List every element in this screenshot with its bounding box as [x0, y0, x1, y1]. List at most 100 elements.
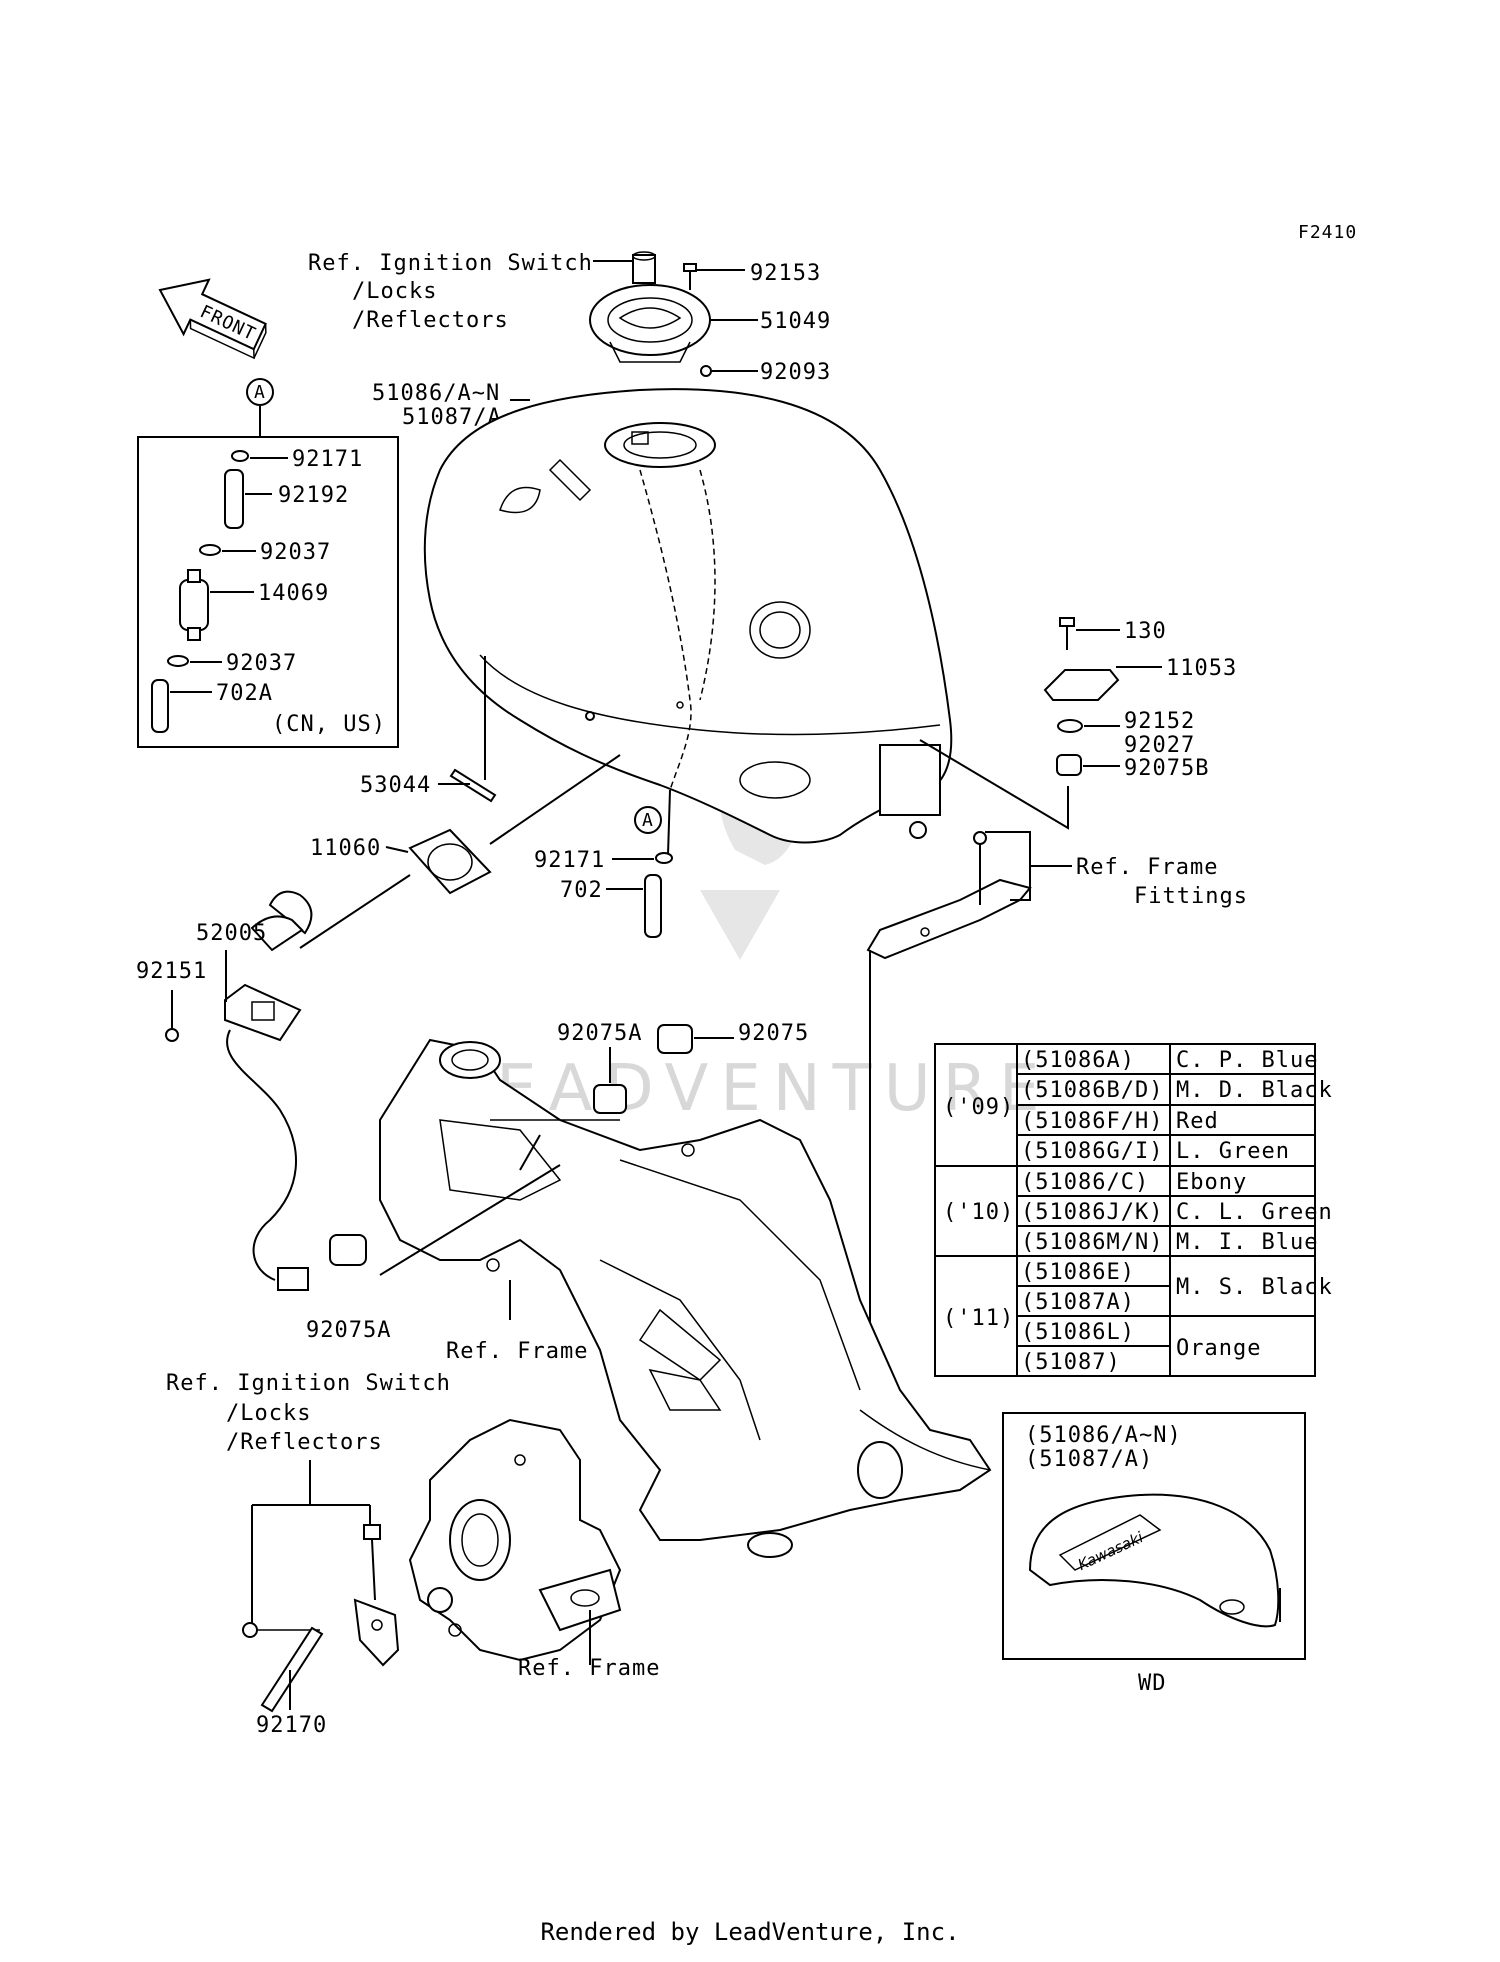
- screw-bottom: [242, 1622, 258, 1638]
- label-92151: 92151: [136, 959, 207, 984]
- label-702: 702: [560, 878, 603, 903]
- motorcycle-frame: [379, 1038, 992, 1558]
- bracket-11053: [1043, 669, 1120, 701]
- wd-box-line1: (51086/A~N): [1025, 1423, 1182, 1448]
- top-callout-lines: [510, 260, 758, 401]
- clip-92171-b: [655, 852, 673, 864]
- label-ref-frame-mid: Ref. Frame: [446, 1339, 588, 1364]
- table-year-10: ('10): [943, 1200, 1014, 1225]
- table-color: C. L. Green: [1176, 1200, 1333, 1225]
- sidestand-switch-area: 92170 Ref. Frame: [242, 1418, 660, 1738]
- table-part: (51086G/I): [1021, 1139, 1163, 1164]
- label-52005: 52005: [196, 921, 267, 946]
- label-702a: 702A: [216, 681, 273, 706]
- gasket-11060: 11060: [310, 754, 621, 895]
- hose-702: [644, 874, 662, 938]
- hose-92192: [224, 469, 244, 529]
- label-92153: 92153: [750, 261, 821, 286]
- table-part: (51086A): [1021, 1048, 1135, 1073]
- table-color: L. Green: [1176, 1139, 1290, 1164]
- table-year-11: ('11): [943, 1306, 1014, 1331]
- clamp-92037-b: [167, 655, 189, 667]
- bolt-130: [1059, 617, 1075, 627]
- table-color: M. S. Black: [1176, 1275, 1333, 1300]
- rear-mount-parts: 130 11053 92152 92027 92075B: [919, 617, 1237, 830]
- rod-92170: [260, 1626, 324, 1713]
- color-table: ('09) (51086A) C. P. Blue (51086B/D) M. …: [934, 1043, 1333, 1377]
- table-part: (51086M/N): [1021, 1230, 1163, 1255]
- fuel-tank: [423, 388, 953, 844]
- damper-92075a-top: [593, 1084, 627, 1114]
- table-part: (51086E): [1021, 1260, 1135, 1285]
- table-color: M. D. Black: [1176, 1078, 1333, 1103]
- damper-92075a-bottom: [329, 1234, 367, 1266]
- label-cn-us: (CN, US): [272, 712, 386, 737]
- label-92075a-top: 92075A: [557, 1021, 642, 1046]
- breather-detail-box: A 92171 92192 92037 14069 92037 702A (CN…: [137, 378, 399, 748]
- label-14069: 14069: [258, 581, 329, 606]
- ref-ignition-top-line3: /Reflectors: [352, 308, 509, 333]
- table-part: (51086/C): [1021, 1170, 1149, 1195]
- label-130: 130: [1124, 619, 1167, 644]
- marker-a-top: [246, 378, 274, 406]
- label-92075: 92075: [738, 1021, 809, 1046]
- tank-filler-ring: [604, 422, 716, 468]
- table-color: Ebony: [1176, 1170, 1247, 1195]
- table-part: (51086L): [1021, 1320, 1135, 1345]
- label-92192: 92192: [278, 483, 349, 508]
- figure-code: F2410: [1298, 222, 1357, 243]
- label-92037-a: 92037: [260, 540, 331, 565]
- fuel-pump-52005: 52005 92151: [136, 874, 411, 1291]
- table-part: (51086J/K): [1021, 1200, 1163, 1225]
- wd-box-line2: (51087/A): [1025, 1447, 1153, 1472]
- hose-702a: [151, 679, 169, 733]
- dampers: 92075A 92075 92075A: [306, 1021, 809, 1343]
- ref-ignition-bottom-line3: /Reflectors: [226, 1430, 383, 1455]
- damper-92075b: [1056, 754, 1082, 776]
- front-arrow-icon: FRONT: [158, 278, 267, 360]
- label-92170: 92170: [256, 1713, 327, 1738]
- label-11060: 11060: [310, 836, 381, 861]
- wd-label: WD: [1138, 1671, 1167, 1696]
- label-92075b: 92075B: [1124, 756, 1209, 781]
- ref-ignition-bottom-line1: Ref. Ignition Switch: [166, 1371, 451, 1396]
- label-ref-frame-bottom: Ref. Frame: [518, 1656, 660, 1681]
- table-part: (51086F/H): [1021, 1109, 1163, 1134]
- breather-hose-middle: A 92171 702: [534, 789, 673, 938]
- frame-fittings: Ref. Frame Fittings: [866, 831, 1247, 1480]
- label-92027: 92027: [1124, 733, 1195, 758]
- marker-a-top-text: A: [254, 382, 266, 403]
- label-92152: 92152: [1124, 709, 1195, 734]
- table-color: Red: [1176, 1109, 1219, 1134]
- fuel-cap-assembly: [589, 251, 712, 377]
- label-53044: 53044: [360, 773, 431, 798]
- pump-opening: [749, 601, 811, 659]
- clamp-92037-a: [199, 544, 221, 556]
- cap-lock-insert: [632, 254, 656, 284]
- table-part: (51087): [1021, 1350, 1121, 1375]
- screw-92151: [165, 1028, 179, 1042]
- table-year-09: ('09): [943, 1095, 1014, 1120]
- label-92093: 92093: [760, 360, 831, 385]
- tank-rear-bracket: [879, 744, 941, 816]
- label-92171-a: 92171: [292, 447, 363, 472]
- marker-a-mid-text: A: [642, 810, 654, 831]
- label-ref-frame-fittings-1: Ref. Frame: [1076, 855, 1218, 880]
- wd-inset: (51086/A~N) (51087/A) Kawasaki WD: [1002, 1412, 1306, 1696]
- filter-14069: [179, 579, 209, 631]
- ref-ignition-top-line2: /Locks: [352, 279, 437, 304]
- label-92171-b: 92171: [534, 848, 605, 873]
- table-part: (51087A): [1021, 1290, 1135, 1315]
- label-11053: 11053: [1166, 656, 1237, 681]
- label-51049: 51049: [760, 309, 831, 334]
- table-color: C. P. Blue: [1176, 1048, 1318, 1073]
- ref-ignition-top-line1: Ref. Ignition Switch: [308, 251, 593, 276]
- table-color: Orange: [1176, 1336, 1261, 1361]
- washer-92152: [1057, 719, 1083, 733]
- label-92075a-bottom: 92075A: [306, 1318, 391, 1343]
- marker-a-mid: [634, 806, 662, 834]
- table-part: (51086B/D): [1021, 1078, 1163, 1103]
- clip-92171: [231, 450, 249, 462]
- part-53044: 53044: [360, 656, 497, 803]
